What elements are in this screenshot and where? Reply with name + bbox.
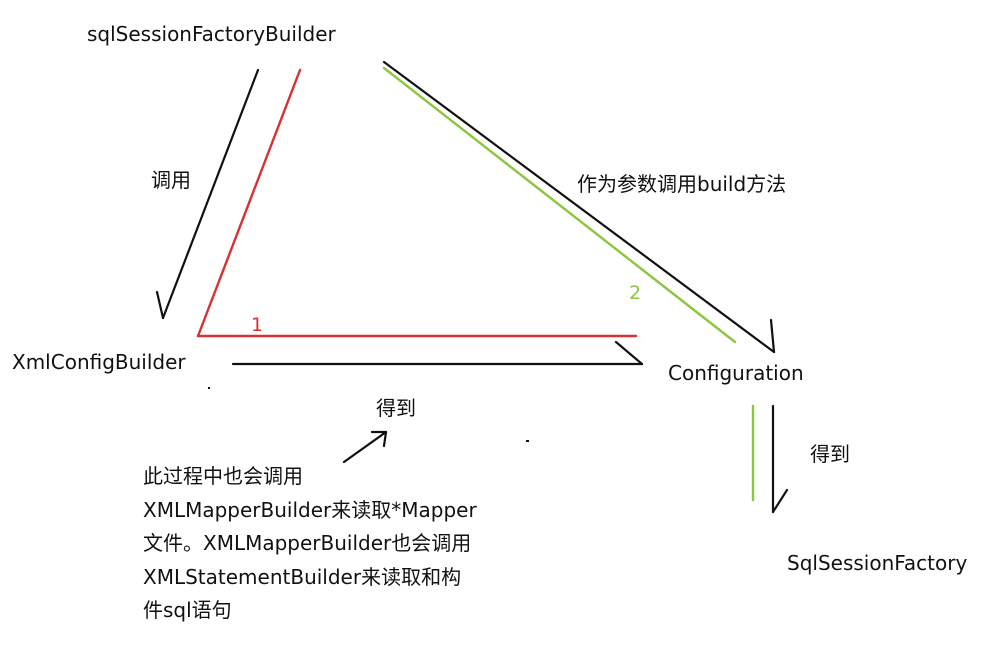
note-line: XMLStatementBuilder来读取和构 <box>143 564 462 589</box>
node-xml-config-builder: XmlConfigBuilder <box>12 350 186 374</box>
node-configuration: Configuration <box>668 361 804 385</box>
note-line: 此过程中也会调用 <box>143 464 303 488</box>
arrow-note <box>342 430 388 464</box>
arrow-build-param <box>382 60 776 354</box>
edge-label-call: 调用 <box>151 168 191 192</box>
note-line: XMLMapperBuilder来读取*Mapper <box>143 497 477 522</box>
node-factory-builder: sqlSessionFactoryBuilder <box>87 22 336 46</box>
edge-label-get-left: 得到 <box>376 396 416 420</box>
note-line: 件sql语句 <box>143 598 232 622</box>
marker-1: 1 <box>251 314 264 336</box>
process-note: 此过程中也会调用 XMLMapperBuilder来读取*Mapper 文件。X… <box>143 460 543 628</box>
arrow-to-configuration <box>231 340 644 366</box>
arrow-to-session-factory <box>771 404 789 514</box>
arrow-call <box>155 68 260 320</box>
stray-dots <box>208 387 529 442</box>
marker-2: 2 <box>629 282 642 304</box>
node-session-factory: SqlSessionFactory <box>787 551 968 575</box>
edge-label-get-right: 得到 <box>810 442 850 466</box>
edge-label-build-param: 作为参数调用build方法 <box>577 172 787 196</box>
path-2-green <box>382 66 755 502</box>
path-1-red <box>196 68 638 338</box>
note-line: 文件。XMLMapperBuilder也会调用 <box>143 531 472 555</box>
